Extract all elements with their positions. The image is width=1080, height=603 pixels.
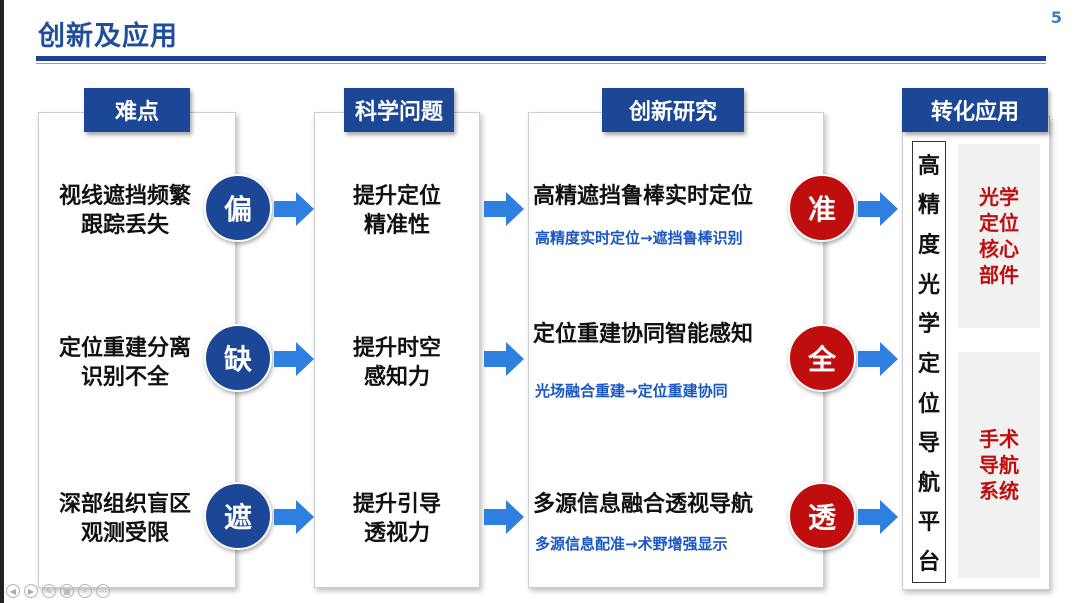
innovation-item-3-title: 多源信息融合透视导航 (533, 492, 754, 517)
innovation-header: 创新研究 (602, 88, 744, 132)
vertical-char: 导 (917, 431, 940, 457)
science-item-1: 提升定位 精准性 (316, 182, 478, 240)
vertical-char: 定 (917, 351, 940, 377)
page-number: 5 (1050, 8, 1062, 27)
science-item-1-line1: 提升定位 (352, 184, 441, 209)
optical-core-component-box: 光学 定位 核心 部件 (958, 144, 1040, 328)
badge-que: 缺 (204, 324, 272, 392)
science-item-3-line2: 透视力 (363, 521, 430, 546)
pen-icon[interactable]: ✎ (42, 584, 56, 598)
zoom-icon[interactable]: ⌕ (78, 584, 92, 598)
slideshow-toolbar: ◀ ▶ ✎ ▦ ⌕ ⋯ (6, 584, 110, 598)
difficulty-header: 难点 (84, 88, 190, 132)
left-edge-bar (0, 0, 4, 603)
difficulty-column (38, 112, 236, 588)
badge-zhun: 准 (788, 174, 856, 242)
difficulty-item-3-line2: 观测受限 (80, 521, 169, 546)
science-item-2-line1: 提升时空 (352, 336, 441, 361)
difficulty-item-2-line1: 定位重建分离 (58, 336, 191, 361)
title-underline (36, 56, 1046, 61)
arrow-right-icon (274, 500, 314, 534)
difficulty-item-2: 定位重建分离 识别不全 (40, 334, 210, 392)
vertical-char: 度 (917, 233, 940, 259)
application-header: 转化应用 (902, 88, 1048, 132)
arrow-right-icon (484, 192, 524, 226)
prev-slide-icon[interactable]: ◀ (6, 584, 20, 598)
platform-vertical-label: 高 精 度 光 学 定 位 导 航 平 台 (912, 141, 946, 583)
box1-line: 定位 (979, 211, 1019, 235)
title-underline-thin (36, 63, 1046, 64)
badge-zhe: 遮 (204, 482, 272, 550)
science-item-2-line2: 感知力 (363, 365, 430, 390)
slides-icon[interactable]: ▦ (60, 584, 74, 598)
difficulty-item-1-line2: 跟踪丢失 (80, 213, 169, 238)
arrow-right-icon (858, 500, 898, 534)
innovation-item-3-subtitle: 多源信息配准→术野增强显示 (535, 535, 728, 553)
innovation-item-2-title: 定位重建协同智能感知 (533, 322, 754, 347)
difficulty-item-1: 视线遮挡频繁 跟踪丢失 (40, 182, 210, 240)
science-item-3: 提升引导 透视力 (316, 490, 478, 548)
vertical-char: 航 (917, 470, 940, 496)
vertical-char: 学 (917, 312, 940, 338)
difficulty-item-3-line1: 深部组织盲区 (58, 492, 191, 517)
more-icon[interactable]: ⋯ (96, 584, 110, 598)
science-column (314, 112, 480, 588)
box2-line: 系统 (979, 479, 1019, 503)
innovation-item-1-subtitle: 高精度实时定位→遮挡鲁棒识别 (535, 229, 743, 247)
arrow-right-icon (484, 500, 524, 534)
surgical-navigation-system-box: 手术 导航 系统 (958, 352, 1040, 578)
difficulty-item-2-line2: 识别不全 (80, 365, 169, 390)
arrow-right-icon (274, 342, 314, 376)
innovation-item-1-title: 高精遮挡鲁棒实时定位 (533, 184, 754, 209)
vertical-char: 平 (917, 510, 940, 536)
arrow-right-icon (274, 192, 314, 226)
vertical-char: 台 (917, 550, 940, 576)
arrow-right-icon (484, 342, 524, 376)
box1-line: 核心 (979, 237, 1019, 261)
vertical-char: 位 (917, 391, 940, 417)
difficulty-item-1-line1: 视线遮挡频繁 (58, 184, 191, 209)
badge-tou: 透 (788, 482, 856, 550)
box2-line: 导航 (979, 453, 1019, 477)
badge-pian: 偏 (204, 174, 272, 242)
innovation-column (528, 112, 824, 588)
box1-line: 部件 (979, 263, 1019, 287)
difficulty-item-3: 深部组织盲区 观测受限 (40, 490, 210, 548)
science-header: 科学问题 (344, 88, 454, 132)
next-slide-icon[interactable]: ▶ (24, 584, 38, 598)
badge-quan: 全 (788, 324, 856, 392)
box1-line: 光学 (979, 185, 1019, 209)
box2-line: 手术 (979, 427, 1019, 451)
vertical-char: 高 (917, 153, 940, 179)
science-item-2: 提升时空 感知力 (316, 334, 478, 392)
science-item-1-line2: 精准性 (363, 213, 430, 238)
science-item-3-line1: 提升引导 (352, 492, 441, 517)
arrow-right-icon (858, 342, 898, 376)
arrow-right-icon (858, 192, 898, 226)
slide-title: 创新及应用 (38, 21, 178, 52)
vertical-char: 光 (917, 272, 940, 298)
vertical-char: 精 (917, 193, 940, 219)
innovation-item-2-subtitle: 光场融合重建→定位重建协同 (535, 382, 728, 400)
